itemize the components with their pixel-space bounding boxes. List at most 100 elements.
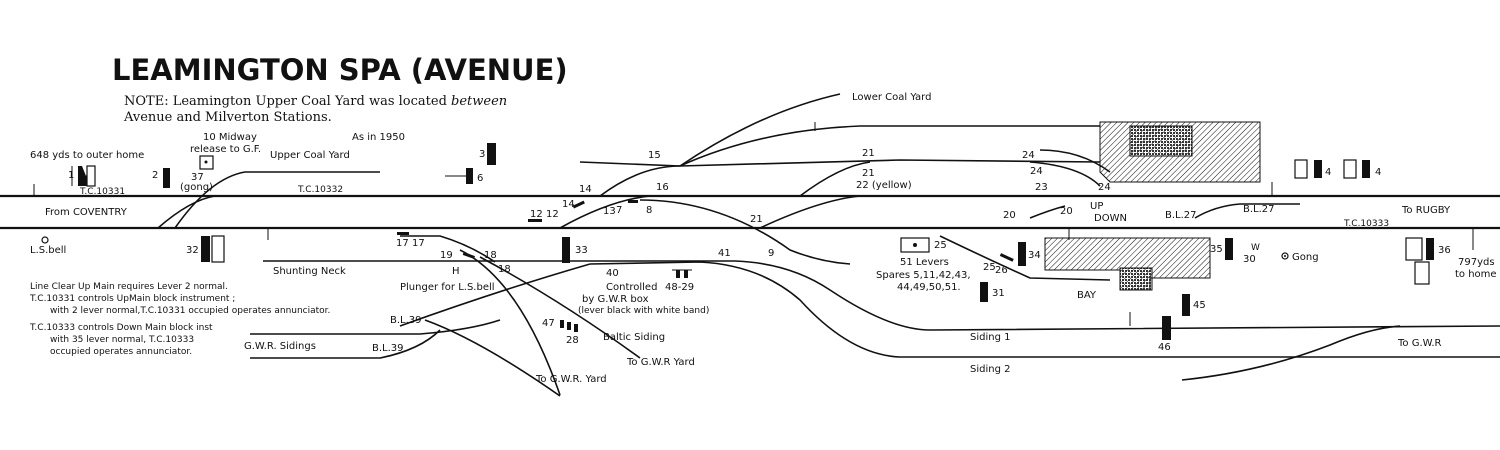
block-lever-39-a: B.L.39 xyxy=(390,315,422,326)
svg-text:28: 28 xyxy=(566,335,579,346)
controlled-label-3: (lever black with white band) xyxy=(578,306,709,316)
gwr-sidings-link xyxy=(399,263,591,327)
release-label: release to G.F. xyxy=(190,144,261,155)
svg-text:14: 14 xyxy=(562,199,575,210)
svg-text:4: 4 xyxy=(1375,167,1381,178)
ls-bell-icon xyxy=(41,236,49,244)
signal-4-right: 4 xyxy=(1343,159,1381,179)
block-lever-27-a: B.L.27 xyxy=(1165,210,1197,221)
svg-text:20: 20 xyxy=(1060,206,1073,217)
point-bars xyxy=(397,200,1014,262)
signal-46: 46 xyxy=(1158,316,1171,353)
gong-37-label: (gong) xyxy=(180,182,213,193)
track-24 xyxy=(1029,161,1101,187)
signal-31: 31 xyxy=(980,282,1005,302)
siding-2-label: Siding 2 xyxy=(970,364,1010,375)
controlled-label-2: by G.W.R box xyxy=(582,294,649,305)
gwr-sidings-label: G.W.R. Sidings xyxy=(244,341,316,352)
svg-text:13: 13 xyxy=(603,206,616,217)
distance-797-label-2: to home xyxy=(1455,269,1497,280)
ground-frame-box xyxy=(199,155,214,170)
footnote-3: with 2 lever normal,T.C.10331 occupied o… xyxy=(50,306,330,316)
to-gwr-yard-track-2 xyxy=(424,319,561,397)
lower-coal-yard-line xyxy=(679,93,841,167)
svg-text:24: 24 xyxy=(1022,150,1035,161)
signal-32: 32 xyxy=(186,235,225,263)
svg-text:26: 26 xyxy=(995,265,1008,276)
siding-1-label: Siding 1 xyxy=(970,332,1010,343)
baltic-siding-label: Baltic Siding xyxy=(603,332,665,343)
crossover-bl27 xyxy=(1194,203,1300,219)
svg-text:18: 18 xyxy=(484,250,497,261)
bay-label: BAY xyxy=(1077,290,1097,301)
signal-1: 1 xyxy=(68,165,96,187)
footnote-4: T.C.10333 controls Down Main block inst xyxy=(29,323,213,333)
diagram-title: LEAMINGTON SPA (AVENUE) xyxy=(112,53,568,87)
svg-text:18: 18 xyxy=(498,264,511,275)
distance-797-label-1: 797yds xyxy=(1458,257,1495,268)
levers-label: 51 Levers xyxy=(900,257,949,268)
lever-frame-box-25 xyxy=(900,237,930,253)
line-to-goods xyxy=(679,125,1100,167)
svg-text:1: 1 xyxy=(68,170,74,181)
svg-text:33: 33 xyxy=(575,245,588,256)
to-gwr-curve xyxy=(1181,325,1401,381)
signal-22-yellow-label: 22 (yellow) xyxy=(856,180,912,191)
svg-text:2: 2 xyxy=(152,170,158,181)
signal-2: 2 xyxy=(152,168,170,188)
siding-1-track xyxy=(734,260,1500,331)
gong-38-label: Gong xyxy=(1292,252,1319,263)
lever-numbers: 7 8 9 12 12 13 14 14 15 16 17 17 18 19 1… xyxy=(396,148,1260,346)
upper-coal-yard-label: Upper Coal Yard xyxy=(270,150,350,161)
upper-coal-yard-line xyxy=(174,171,380,229)
svg-text:36: 36 xyxy=(1438,245,1451,256)
block-lever-39-b: B.L.39 xyxy=(372,343,404,354)
svg-text:20: 20 xyxy=(1003,210,1016,221)
svg-text:19: 19 xyxy=(440,250,453,261)
crossover-20 xyxy=(1029,205,1066,219)
to-gwr-yard-label-2: To G.W.R. Yard xyxy=(535,374,607,385)
signal-33: 33 xyxy=(562,237,588,263)
signal-6: 6 xyxy=(445,168,483,184)
outer-home-distance: 648 yds to outer home xyxy=(30,150,144,161)
svg-text:30: 30 xyxy=(1243,254,1256,265)
crossover-21 xyxy=(759,195,861,229)
ground-signals-47-28-29 xyxy=(560,269,692,332)
svg-text:7: 7 xyxy=(616,205,622,216)
spares-label-1: Spares 5,11,42,43, xyxy=(876,270,971,281)
station-building-up xyxy=(1129,125,1193,157)
track-circuit-10333: T.C.10333 xyxy=(1343,219,1389,229)
svg-text:31: 31 xyxy=(992,288,1005,299)
svg-text:40: 40 xyxy=(606,268,619,279)
up-direction-label: UP xyxy=(1090,201,1103,212)
svg-text:25: 25 xyxy=(983,262,996,273)
shunting-neck-label: Shunting Neck xyxy=(273,266,346,277)
svg-text:W: W xyxy=(1251,243,1260,253)
svg-text:41: 41 xyxy=(718,248,731,259)
track-circuit-10331: T.C.10331 xyxy=(79,187,125,197)
svg-text:14: 14 xyxy=(579,184,592,195)
track-21 xyxy=(799,161,871,197)
svg-text:45: 45 xyxy=(1193,300,1206,311)
svg-text:47: 47 xyxy=(542,318,555,329)
svg-text:35: 35 xyxy=(1210,244,1223,255)
svg-text:4: 4 xyxy=(1325,167,1331,178)
plunger-label: Plunger for L.S.bell xyxy=(400,282,495,293)
midway-label: 10 Midway xyxy=(203,132,257,143)
svg-text:16: 16 xyxy=(656,182,669,193)
spares-label-2: 44,49,50,51. xyxy=(897,282,961,293)
track-circuit-markers xyxy=(33,182,1474,326)
note-line-1: NOTE: Leamington Upper Coal Yard was loc… xyxy=(124,94,507,109)
svg-text:8: 8 xyxy=(646,205,652,216)
gong-icon xyxy=(1281,252,1289,260)
footnote-6: occupied operates annunciator. xyxy=(50,347,192,357)
track-15 xyxy=(579,161,681,167)
svg-text:9: 9 xyxy=(768,248,774,259)
crossover-13 xyxy=(559,195,651,229)
footnote-5: with 35 lever normal, T.C.10333 xyxy=(50,335,194,345)
footnote-2: T.C.10331 controls UpMain block instrume… xyxy=(29,294,235,304)
svg-text:25: 25 xyxy=(934,240,947,251)
ls-bell-label: L.S.bell xyxy=(30,245,66,256)
crossover-2 xyxy=(157,195,216,229)
